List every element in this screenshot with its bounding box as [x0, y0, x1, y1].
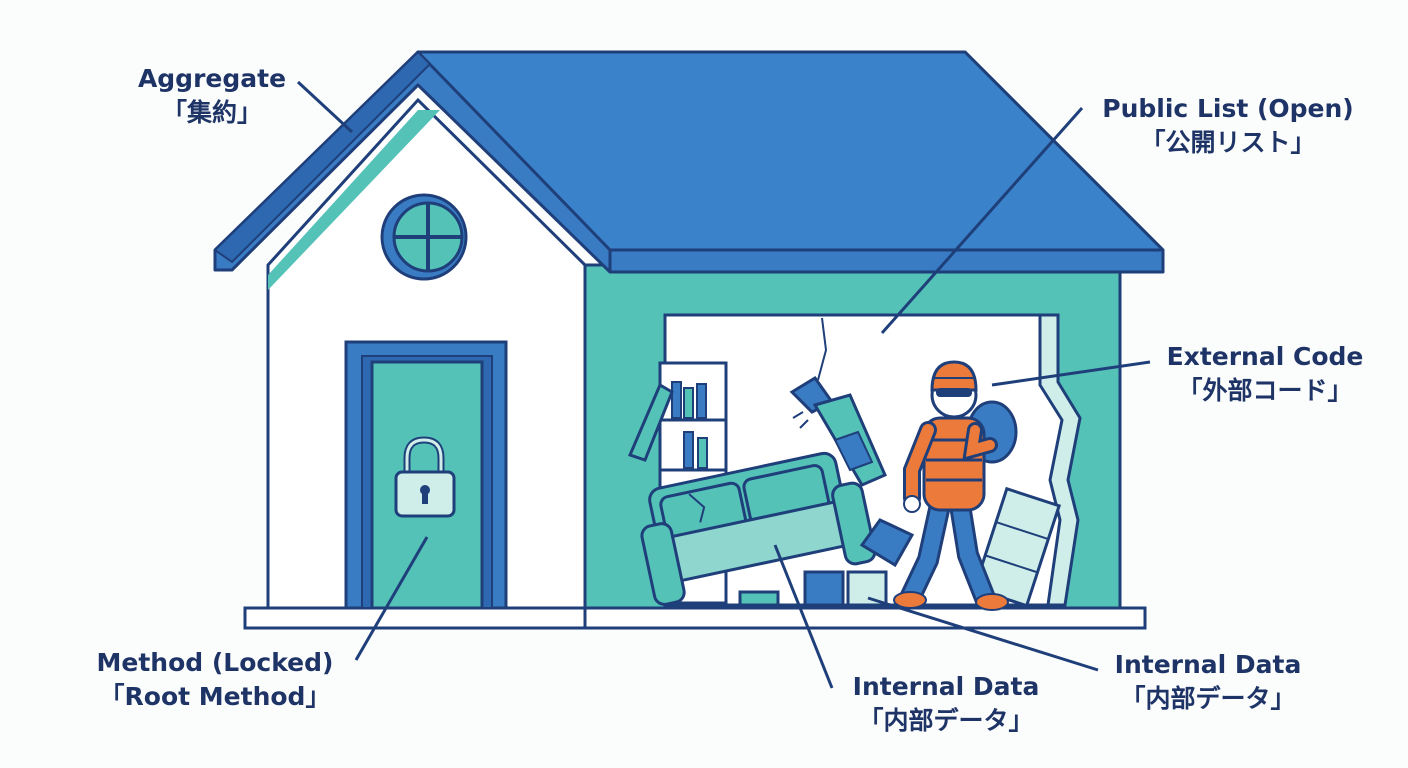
gable-teal-accent [268, 110, 440, 290]
label-external-code: External Code 「外部コード」 [1140, 340, 1390, 408]
label-internal-data-1-en: Internal Data [852, 672, 1040, 701]
broken-beam [789, 317, 887, 487]
roof-edge-front [213, 50, 432, 264]
leader-lines [296, 80, 1151, 689]
label-external-code-en: External Code [1166, 342, 1364, 371]
label-internal-data-2-en: Internal Data [1114, 650, 1302, 679]
thief-figure [893, 360, 1018, 611]
label-public-list-en: Public List (Open) [1102, 94, 1354, 123]
scattered-boxes [738, 518, 915, 607]
leader-public-list [880, 107, 1084, 334]
label-public-list-ja: 「公開リスト」 [1140, 128, 1316, 157]
leader-internal-data-2 [867, 596, 1099, 672]
padlock-icon [394, 436, 456, 518]
label-internal-data-2-ja: 「内部データ」 [1120, 684, 1296, 713]
locked-door [344, 340, 508, 610]
sofa-icon [640, 451, 877, 606]
label-internal-data-1-ja: 「内部データ」 [858, 706, 1034, 735]
leader-aggregate [296, 80, 354, 134]
label-public-list: Public List (Open) 「公開リスト」 [1068, 92, 1388, 160]
label-external-code-ja: 「外部コード」 [1177, 376, 1353, 405]
broken-shelf [627, 382, 674, 462]
leader-external-code [991, 360, 1151, 387]
round-window-icon [380, 193, 468, 281]
label-aggregate: Aggregate 「集約」 [112, 62, 312, 130]
label-method-en: Method (Locked) [96, 648, 334, 677]
roof-ridge [416, 50, 1165, 252]
label-internal-data-2: Internal Data 「内部データ」 [1088, 648, 1328, 716]
leader-internal-data-1 [773, 544, 834, 689]
label-aggregate-ja: 「集約」 [161, 98, 262, 127]
label-method-ja: 「Root Method」 [99, 682, 331, 711]
label-method: Method (Locked) 「Root Method」 [70, 646, 360, 714]
label-internal-data-1: Internal Data 「内部データ」 [826, 670, 1066, 738]
label-aggregate-en: Aggregate [137, 64, 287, 93]
jagged-pillar [1038, 313, 1082, 607]
leader-method [354, 536, 429, 661]
